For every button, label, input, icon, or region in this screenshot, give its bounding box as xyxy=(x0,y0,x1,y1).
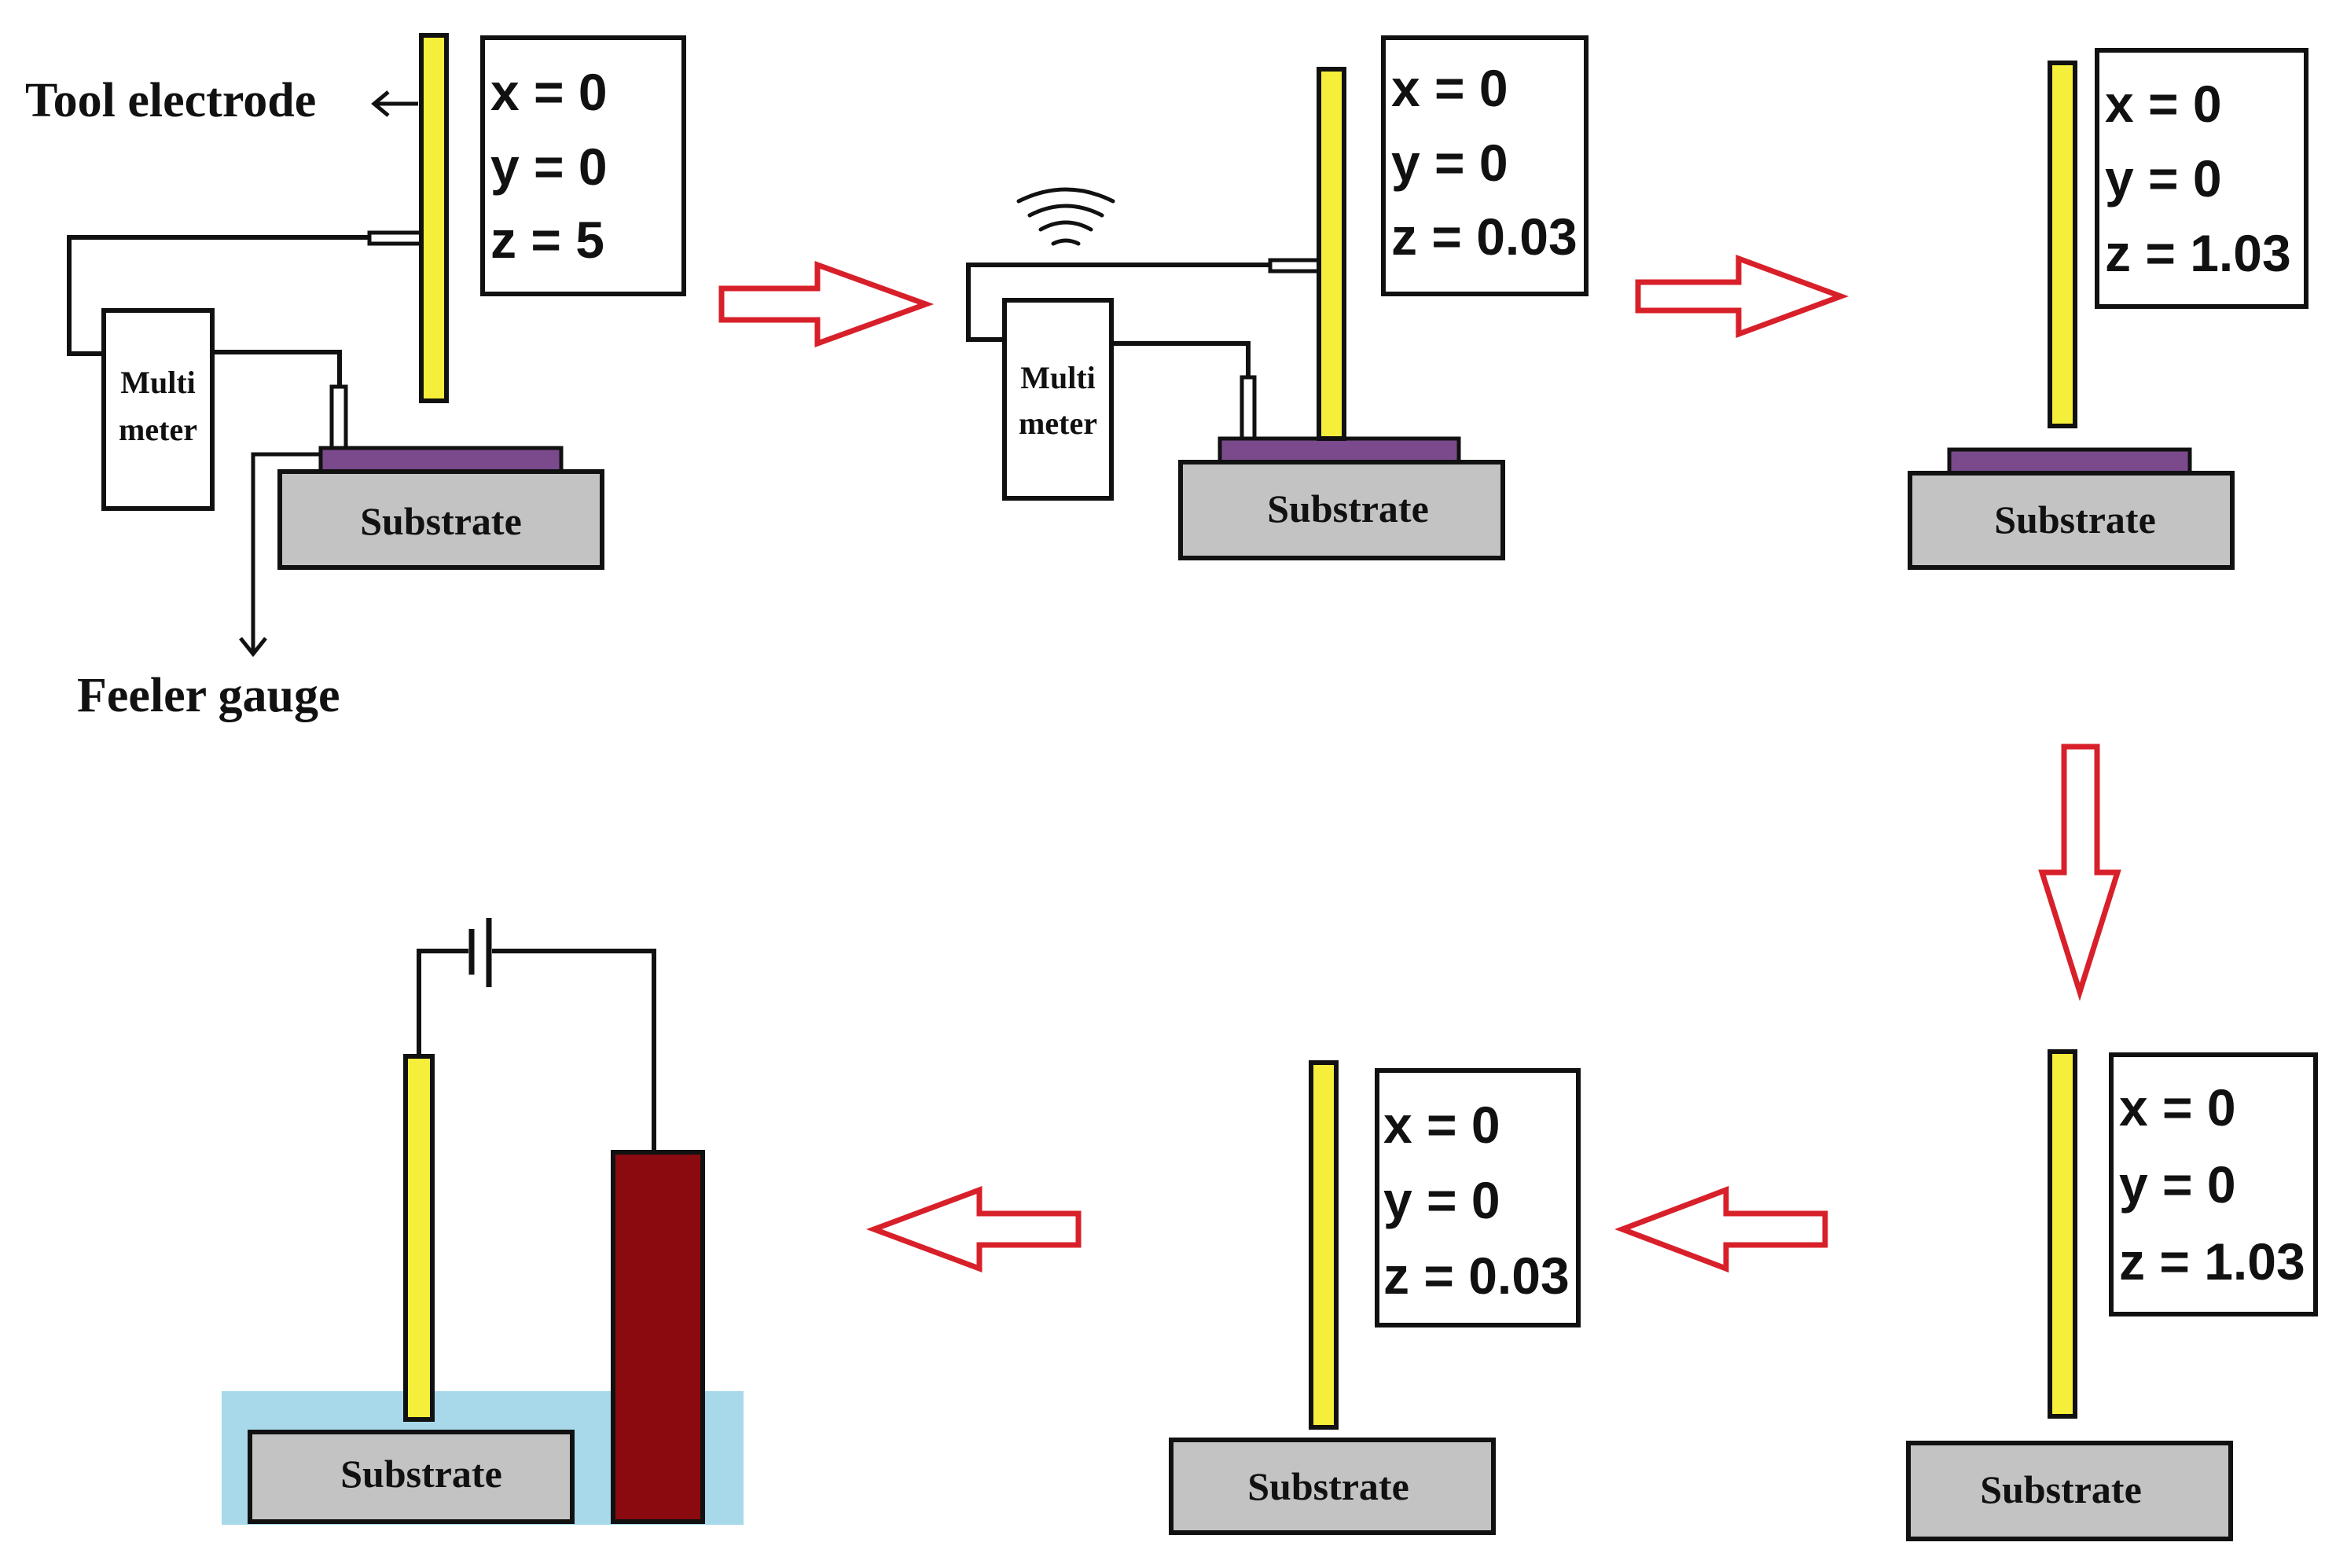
step-3-feeler-gauge-plate xyxy=(1947,447,2192,476)
tool-electrode-label: Tool electrode xyxy=(25,74,316,127)
step-5-coordinate-box xyxy=(1375,1068,1581,1327)
step-1-feeler-gauge-arrowhead xyxy=(239,637,267,658)
step-2-y-value: y = 0 xyxy=(1391,134,1508,192)
step-3-y-value: y = 0 xyxy=(2105,149,2222,207)
flow-arrow-5-to-6 xyxy=(865,1185,1082,1273)
step-2-x-value: x = 0 xyxy=(1391,59,1508,117)
step-2-electrode-clip xyxy=(1268,258,1321,274)
step-3-tool-electrode xyxy=(2048,61,2077,428)
step-1-substrate xyxy=(277,469,604,570)
step-1-feeler-gauge-pointer xyxy=(251,452,321,652)
step-4-substrate xyxy=(1906,1441,2233,1541)
counter-electrode xyxy=(611,1150,705,1524)
step-2-substrate-label: Substrate xyxy=(1267,487,1429,531)
step-6-substrate xyxy=(248,1430,575,1524)
step-6-circuit-wire-left xyxy=(417,949,468,1056)
step-1-wire-gauge xyxy=(212,350,342,387)
step-1-multimeter xyxy=(101,308,215,511)
step-5-x-value: x = 0 xyxy=(1383,1096,1500,1154)
step-4-coordinate-box xyxy=(2109,1052,2318,1316)
step-1-gauge-probe xyxy=(329,384,348,452)
step-5-y-value: y = 0 xyxy=(1383,1171,1500,1229)
step-1-z-value: z = 5 xyxy=(490,211,604,269)
step-1-panel: Multi meter Substrate Tool electrode Fee… xyxy=(25,33,686,722)
step-6-circuit-wire-right xyxy=(492,949,656,1152)
step-1-multimeter-label-1: Multi xyxy=(120,365,196,400)
step-1-tool-electrode xyxy=(419,33,449,403)
step-2-tool-electrode xyxy=(1317,67,1346,441)
step-6-panel: Substrate xyxy=(222,918,744,1525)
step-2-feeler-gauge-plate xyxy=(1218,436,1461,465)
step-2-multimeter xyxy=(1002,298,1114,501)
step-2-multimeter-label-1: Multi xyxy=(1020,360,1096,395)
step-4-substrate-label: Substrate xyxy=(1980,1467,2142,1511)
step-3-substrate xyxy=(1908,471,2235,570)
step-4-tool-electrode xyxy=(2048,1049,2077,1419)
step-2-wire-electrode xyxy=(966,263,1289,342)
step-3-coordinate-box xyxy=(2095,48,2308,309)
step-1-tool-electrode-arrowhead xyxy=(371,90,390,117)
step-1-multimeter-label-2: meter xyxy=(119,412,197,447)
step-2-coordinate-box xyxy=(1381,35,1589,296)
beep-signal-icon xyxy=(1016,187,1115,246)
step-2-panel: Multi meter Substrate x = 0 y = 0 z = 0.… xyxy=(966,35,1589,560)
flow-arrow-2-to-3 xyxy=(1635,254,1849,339)
step-5-substrate-label: Substrate xyxy=(1247,1464,1409,1508)
step-1-substrate-label: Substrate xyxy=(360,499,522,543)
step-3-x-value: x = 0 xyxy=(2105,75,2222,133)
step-3-substrate-label: Substrate xyxy=(1994,498,2156,542)
step-1-coordinate-box xyxy=(480,35,686,296)
step-2-substrate xyxy=(1178,460,1505,560)
step-1-x-value: x = 0 xyxy=(490,63,608,121)
step-1-wire-electrode xyxy=(67,235,377,356)
step-2-wire-gauge xyxy=(1111,341,1251,377)
step-3-z-value: z = 1.03 xyxy=(2105,224,2291,282)
flow-arrow-1-to-2 xyxy=(718,261,935,347)
step-1-electrode-clip xyxy=(367,230,424,246)
step-4-z-value: z = 1.03 xyxy=(2119,1232,2305,1291)
flow-arrow-4-to-5 xyxy=(1614,1185,1828,1273)
step-6-tool-electrode xyxy=(403,1054,435,1422)
step-5-z-value: z = 0.03 xyxy=(1383,1247,1570,1305)
step-1-feeler-gauge-plate xyxy=(318,446,564,474)
step-2-gauge-probe xyxy=(1240,375,1257,442)
flow-arrow-3-to-4 xyxy=(2038,744,2121,1001)
step-4-y-value: y = 0 xyxy=(2119,1155,2236,1214)
step-4-panel: Substrate x = 0 y = 0 z = 1.03 xyxy=(1906,1049,2318,1541)
step-5-substrate xyxy=(1169,1438,1496,1535)
step-2-z-value: z = 0.03 xyxy=(1391,207,1578,266)
step-6-substrate-label: Substrate xyxy=(340,1452,502,1496)
feeler-gauge-label: Feeler gauge xyxy=(77,669,340,722)
step-5-panel: Substrate x = 0 y = 0 z = 0.03 xyxy=(1169,1060,1581,1535)
step-1-y-value: y = 0 xyxy=(490,138,608,196)
step-2-multimeter-label-2: meter xyxy=(1019,406,1097,441)
step-5-tool-electrode xyxy=(1309,1060,1339,1430)
step-3-panel: Substrate x = 0 y = 0 z = 1.03 xyxy=(1908,48,2308,570)
step-4-x-value: x = 0 xyxy=(2119,1078,2236,1137)
